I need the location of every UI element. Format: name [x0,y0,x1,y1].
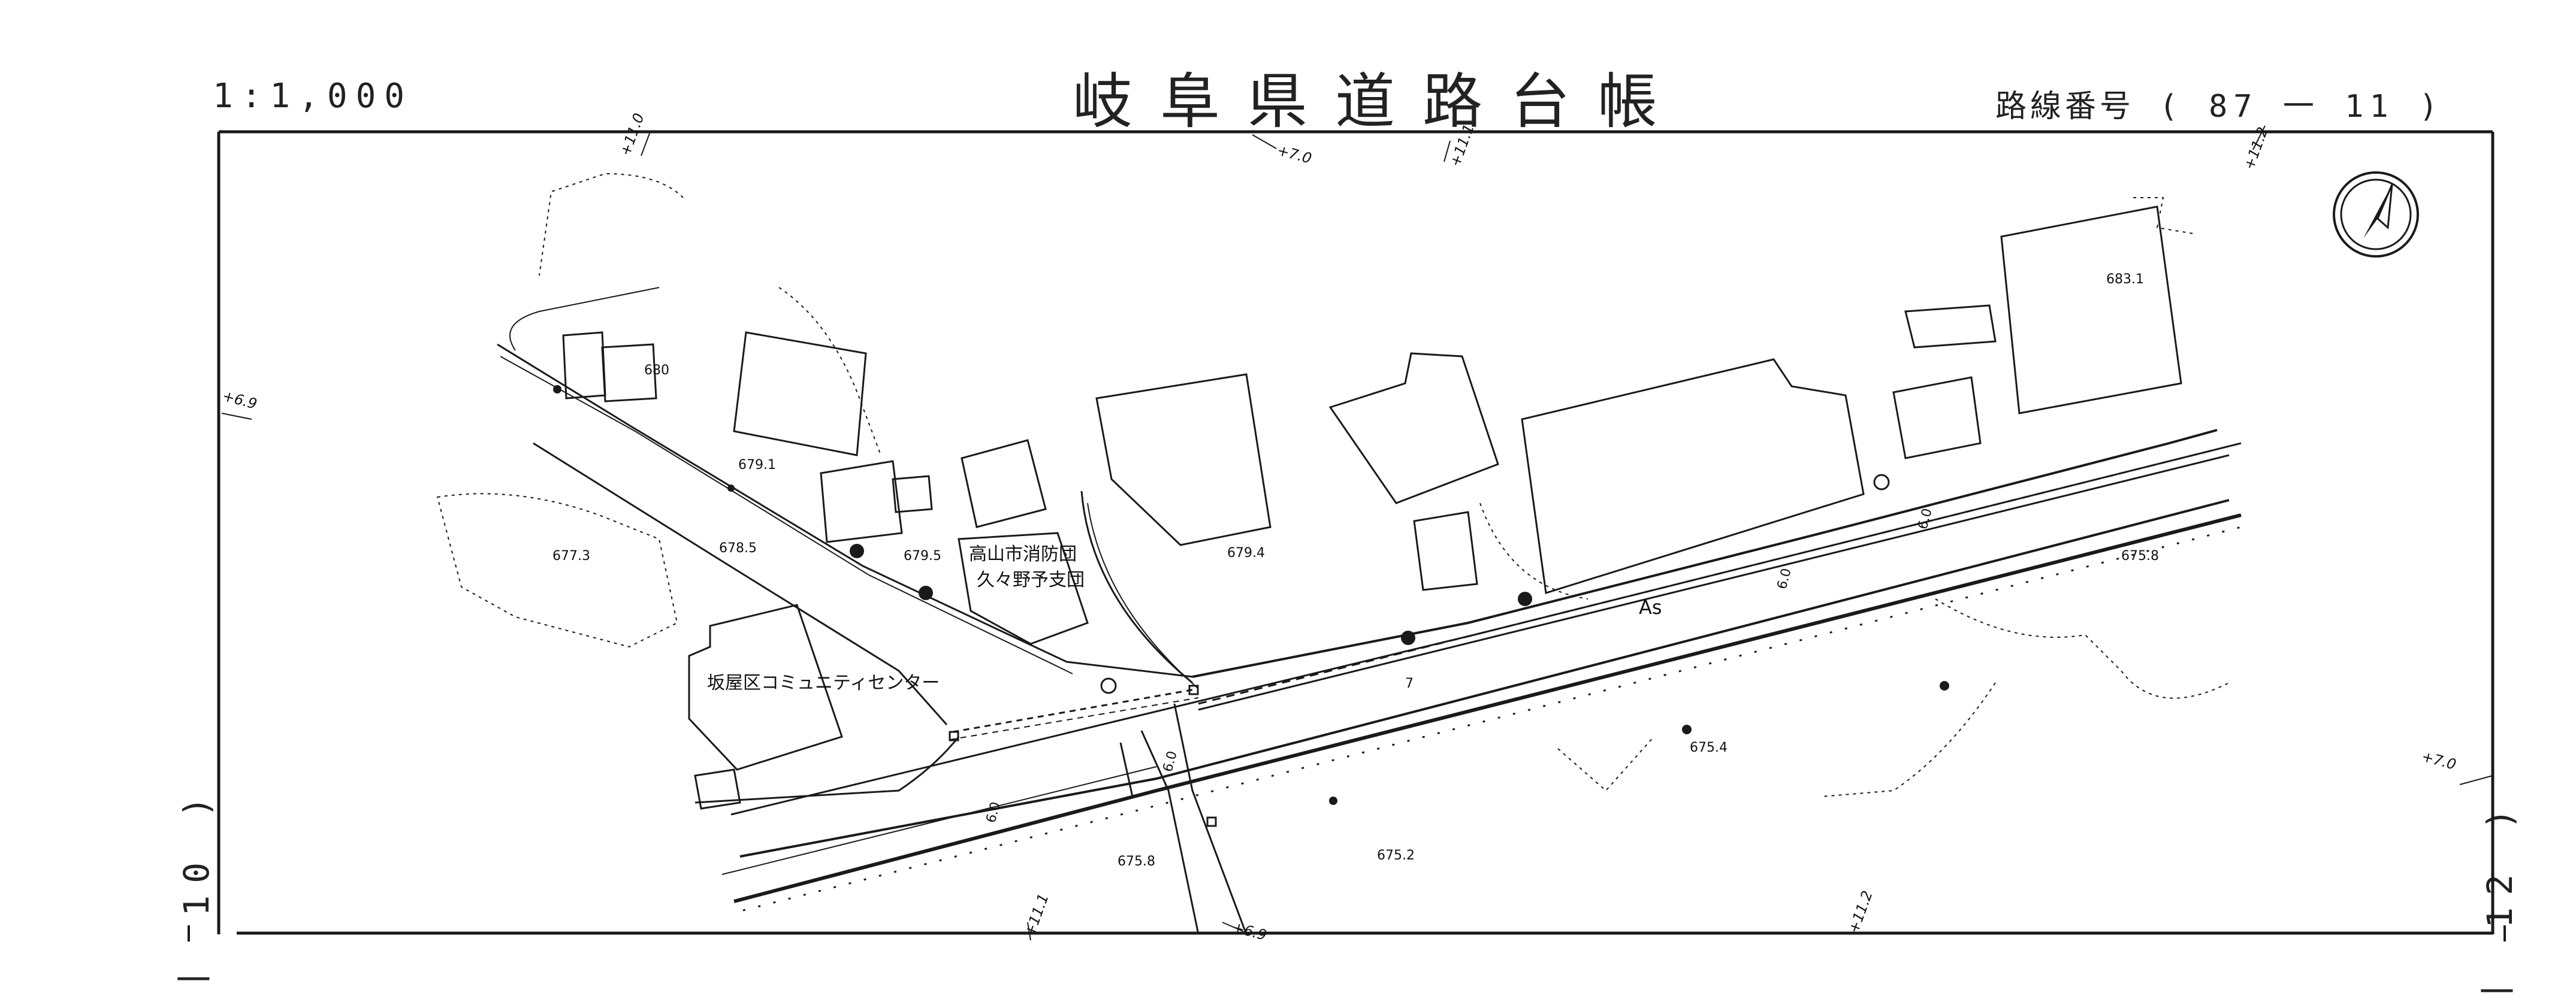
station-label: +11.1 [1446,122,1477,169]
north-arrow-icon [2333,171,2419,258]
elevation-label: 675.8 [1118,854,1155,869]
elevation-label: 675.4 [1690,740,1728,755]
elevation-label: 683.1 [2106,272,2144,287]
station-label: +6.9 [1230,919,1269,942]
building [961,439,1047,528]
building [1095,373,1272,546]
station-label: +7.0 [2420,748,2458,773]
main-road [721,429,2242,912]
map-labels: 坂屋区コミュニティセンター 高山市消防団 久々野予支団 As 680 679.1… [221,111,2458,942]
building-fire-brigade [958,532,1089,645]
facility-label-fire-brigade: 高山市消防団 [969,544,1077,565]
hydrant-markers [949,474,1890,827]
building [1521,358,1865,594]
station-label: +11.1 [1021,891,1052,939]
building [1413,511,1478,591]
route-number: 路線番号 ( 87 一 11 ) [1995,81,2444,126]
building [694,768,741,810]
station-label: +11.2 [1845,888,1876,936]
road-width-label: 7 [1405,676,1414,691]
road-width-label: 6.0 [984,800,1004,824]
elevation-label: 675.2 [1377,848,1415,863]
elevation-label: 677.3 [552,549,590,564]
map-scale: 1:1,000 [213,77,413,116]
facility-label-fire-brigade-branch: 久々野予支団 [977,570,1085,591]
building [820,460,903,543]
sheet-title: 岐阜県道路台帳 [1073,66,1685,137]
road-width-label: 6.0 [1916,507,1935,531]
building [733,331,867,456]
route-number-label: 路線番号 [1995,89,2135,125]
building [892,475,933,513]
side-street [1119,703,1248,935]
building [1328,352,1499,504]
station-label: +7.0 [1275,142,1313,167]
elevation-label: 679.4 [1227,546,1265,561]
building-community-center [688,604,843,771]
building [1892,376,1982,459]
elevation-label: 678.5 [719,541,757,556]
station-label: +6.9 [221,388,259,413]
road-width-label: 6.0 [1161,749,1180,773]
utility-poles [553,385,1949,805]
buildings [562,205,2182,810]
north-side-road [497,287,1199,804]
elevation-label: 680 [644,363,669,378]
building [1904,304,1997,349]
road-surface-label: As [1639,596,1662,619]
plot-boundaries [436,172,2230,797]
elevation-label: 679.5 [904,549,941,564]
road-ledger-map: 坂屋区コミュニティセンター 高山市消防団 久々野予支団 As 680 679.1… [188,111,2506,942]
station-ticks [221,125,2493,941]
elevation-label: 679.1 [738,458,776,473]
map-frame [188,130,2506,942]
building [601,343,657,402]
route-number-value: ( 87 一 11 ) [2159,89,2444,125]
facility-label-community-center: 坂屋区コミュニティセンター [707,673,940,694]
elevation-label: 675.8 [2121,549,2159,564]
building [2000,205,2182,414]
road-width-label: 6.0 [1775,567,1795,591]
